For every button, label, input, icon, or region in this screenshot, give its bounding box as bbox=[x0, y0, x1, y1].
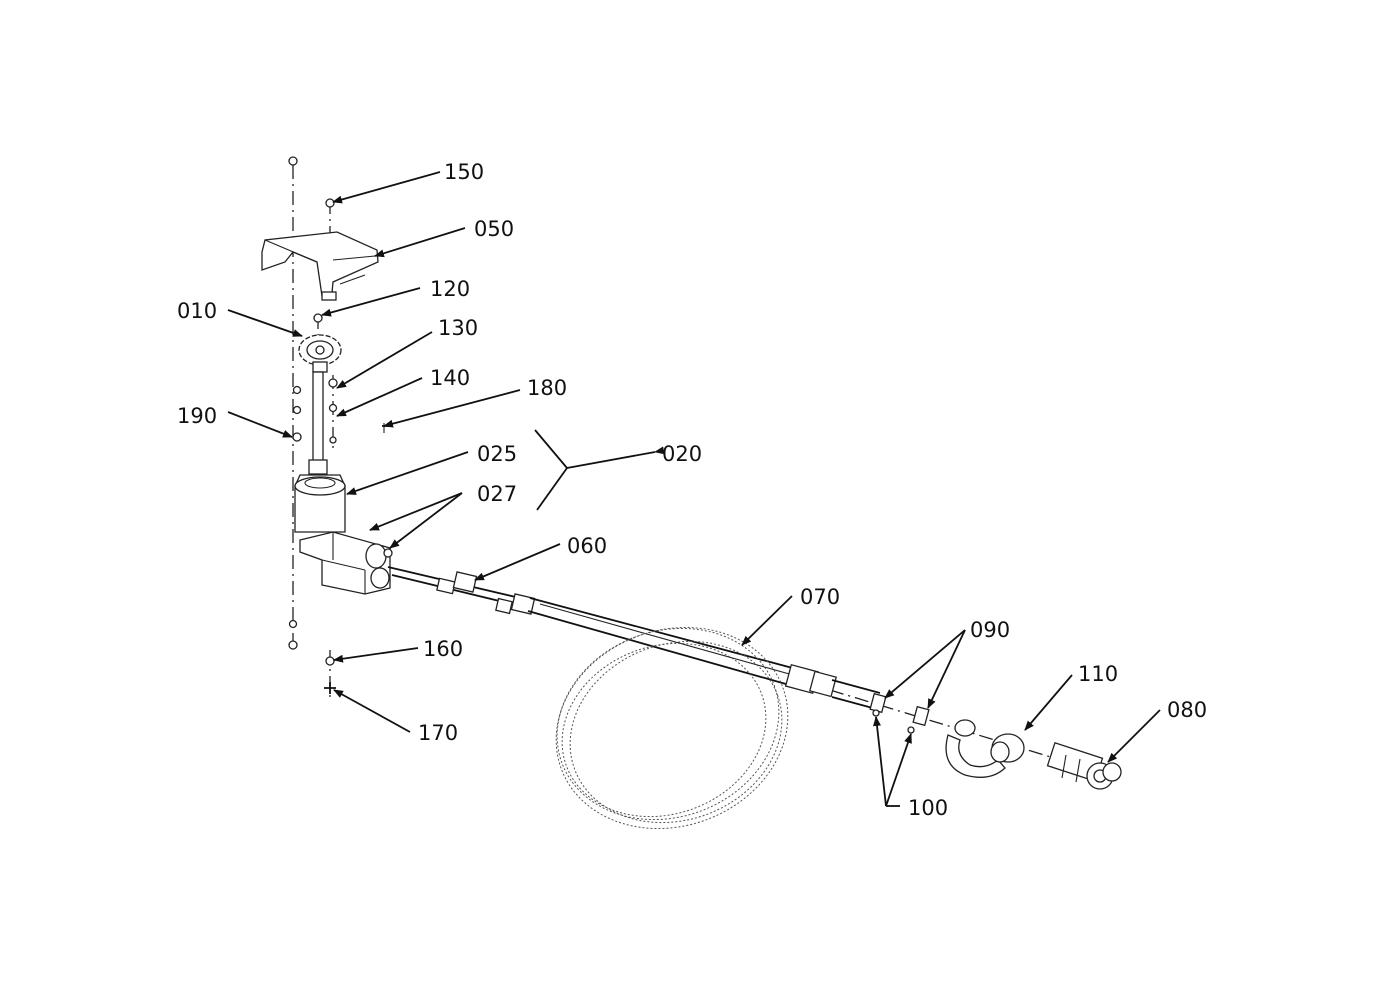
callout-140: 140 bbox=[430, 366, 470, 390]
callout-100: 100 bbox=[908, 796, 948, 820]
callout-060: 060 bbox=[567, 534, 607, 558]
callout-050: 050 bbox=[474, 217, 514, 241]
callout-110: 110 bbox=[1078, 662, 1118, 686]
callout-190: 190 bbox=[177, 404, 217, 428]
callout-170: 170 bbox=[418, 721, 458, 745]
angle-drive bbox=[299, 531, 393, 595]
callout-160: 160 bbox=[423, 637, 463, 661]
end-fittings bbox=[869, 692, 1122, 790]
callout-150: 150 bbox=[444, 160, 484, 184]
cable-assembly bbox=[387, 566, 881, 711]
gear-housing bbox=[294, 371, 346, 533]
callout-025: 025 bbox=[477, 442, 517, 466]
callout-010: 010 bbox=[177, 299, 217, 323]
callout-labels: 150 050 120 010 130 140 180 190 025 020 … bbox=[177, 160, 1207, 820]
sprocket bbox=[298, 334, 342, 373]
callout-090: 090 bbox=[970, 618, 1010, 642]
callout-080: 080 bbox=[1167, 698, 1207, 722]
callout-070: 070 bbox=[800, 585, 840, 609]
leader-lines bbox=[227, 171, 1161, 807]
callout-020: 020 bbox=[662, 442, 702, 466]
callout-120: 120 bbox=[430, 277, 470, 301]
hose-coil bbox=[555, 626, 789, 830]
callout-027: 027 bbox=[477, 482, 517, 506]
callout-130: 130 bbox=[438, 316, 478, 340]
callout-180: 180 bbox=[527, 376, 567, 400]
cover-bracket bbox=[261, 231, 379, 301]
